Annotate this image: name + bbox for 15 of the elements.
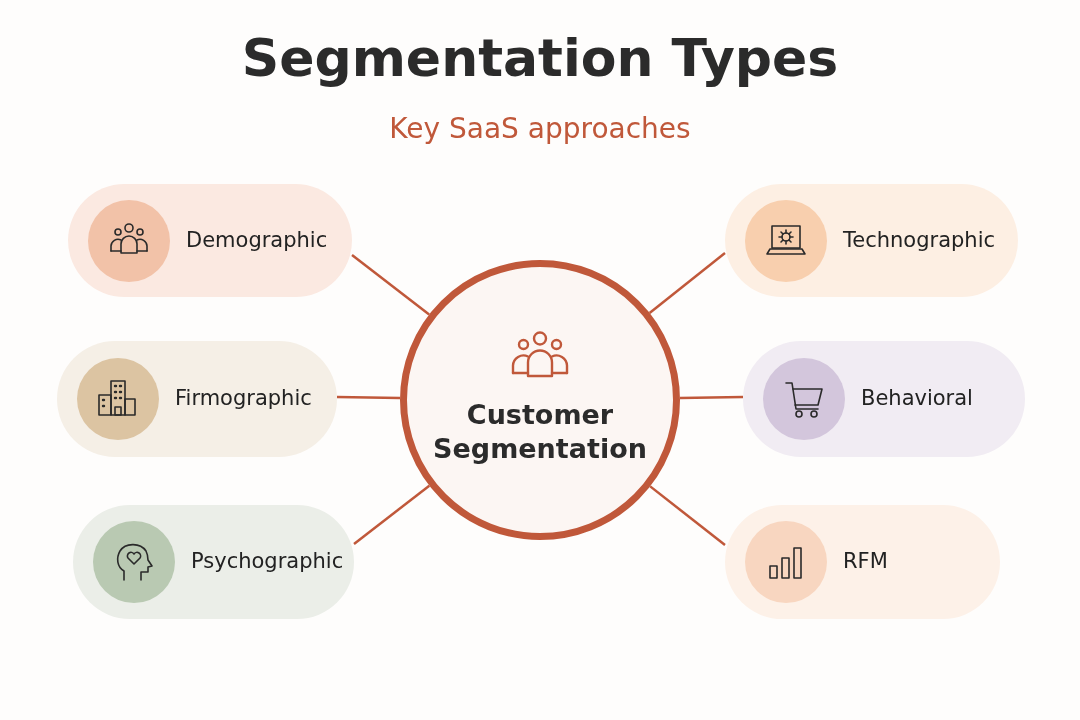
subtitle: Key SaaS approaches [389,111,691,147]
connector-line [649,485,726,546]
segment-label: RFM [843,548,888,576]
connector-line [351,254,430,316]
connector-line [337,395,401,400]
connector-line [648,252,726,314]
segment-label: Technographic [843,226,996,254]
connector-line [679,395,743,400]
connector-line [353,484,431,545]
segment-label: Demographic [186,226,328,254]
center-label: Customer Segmentation [432,398,648,466]
segment-label: Firmographic [175,385,312,413]
segment-label: Behavioral [861,385,973,413]
segment-label: Psychographic [191,548,344,576]
title: Segmentation Types [241,27,839,90]
